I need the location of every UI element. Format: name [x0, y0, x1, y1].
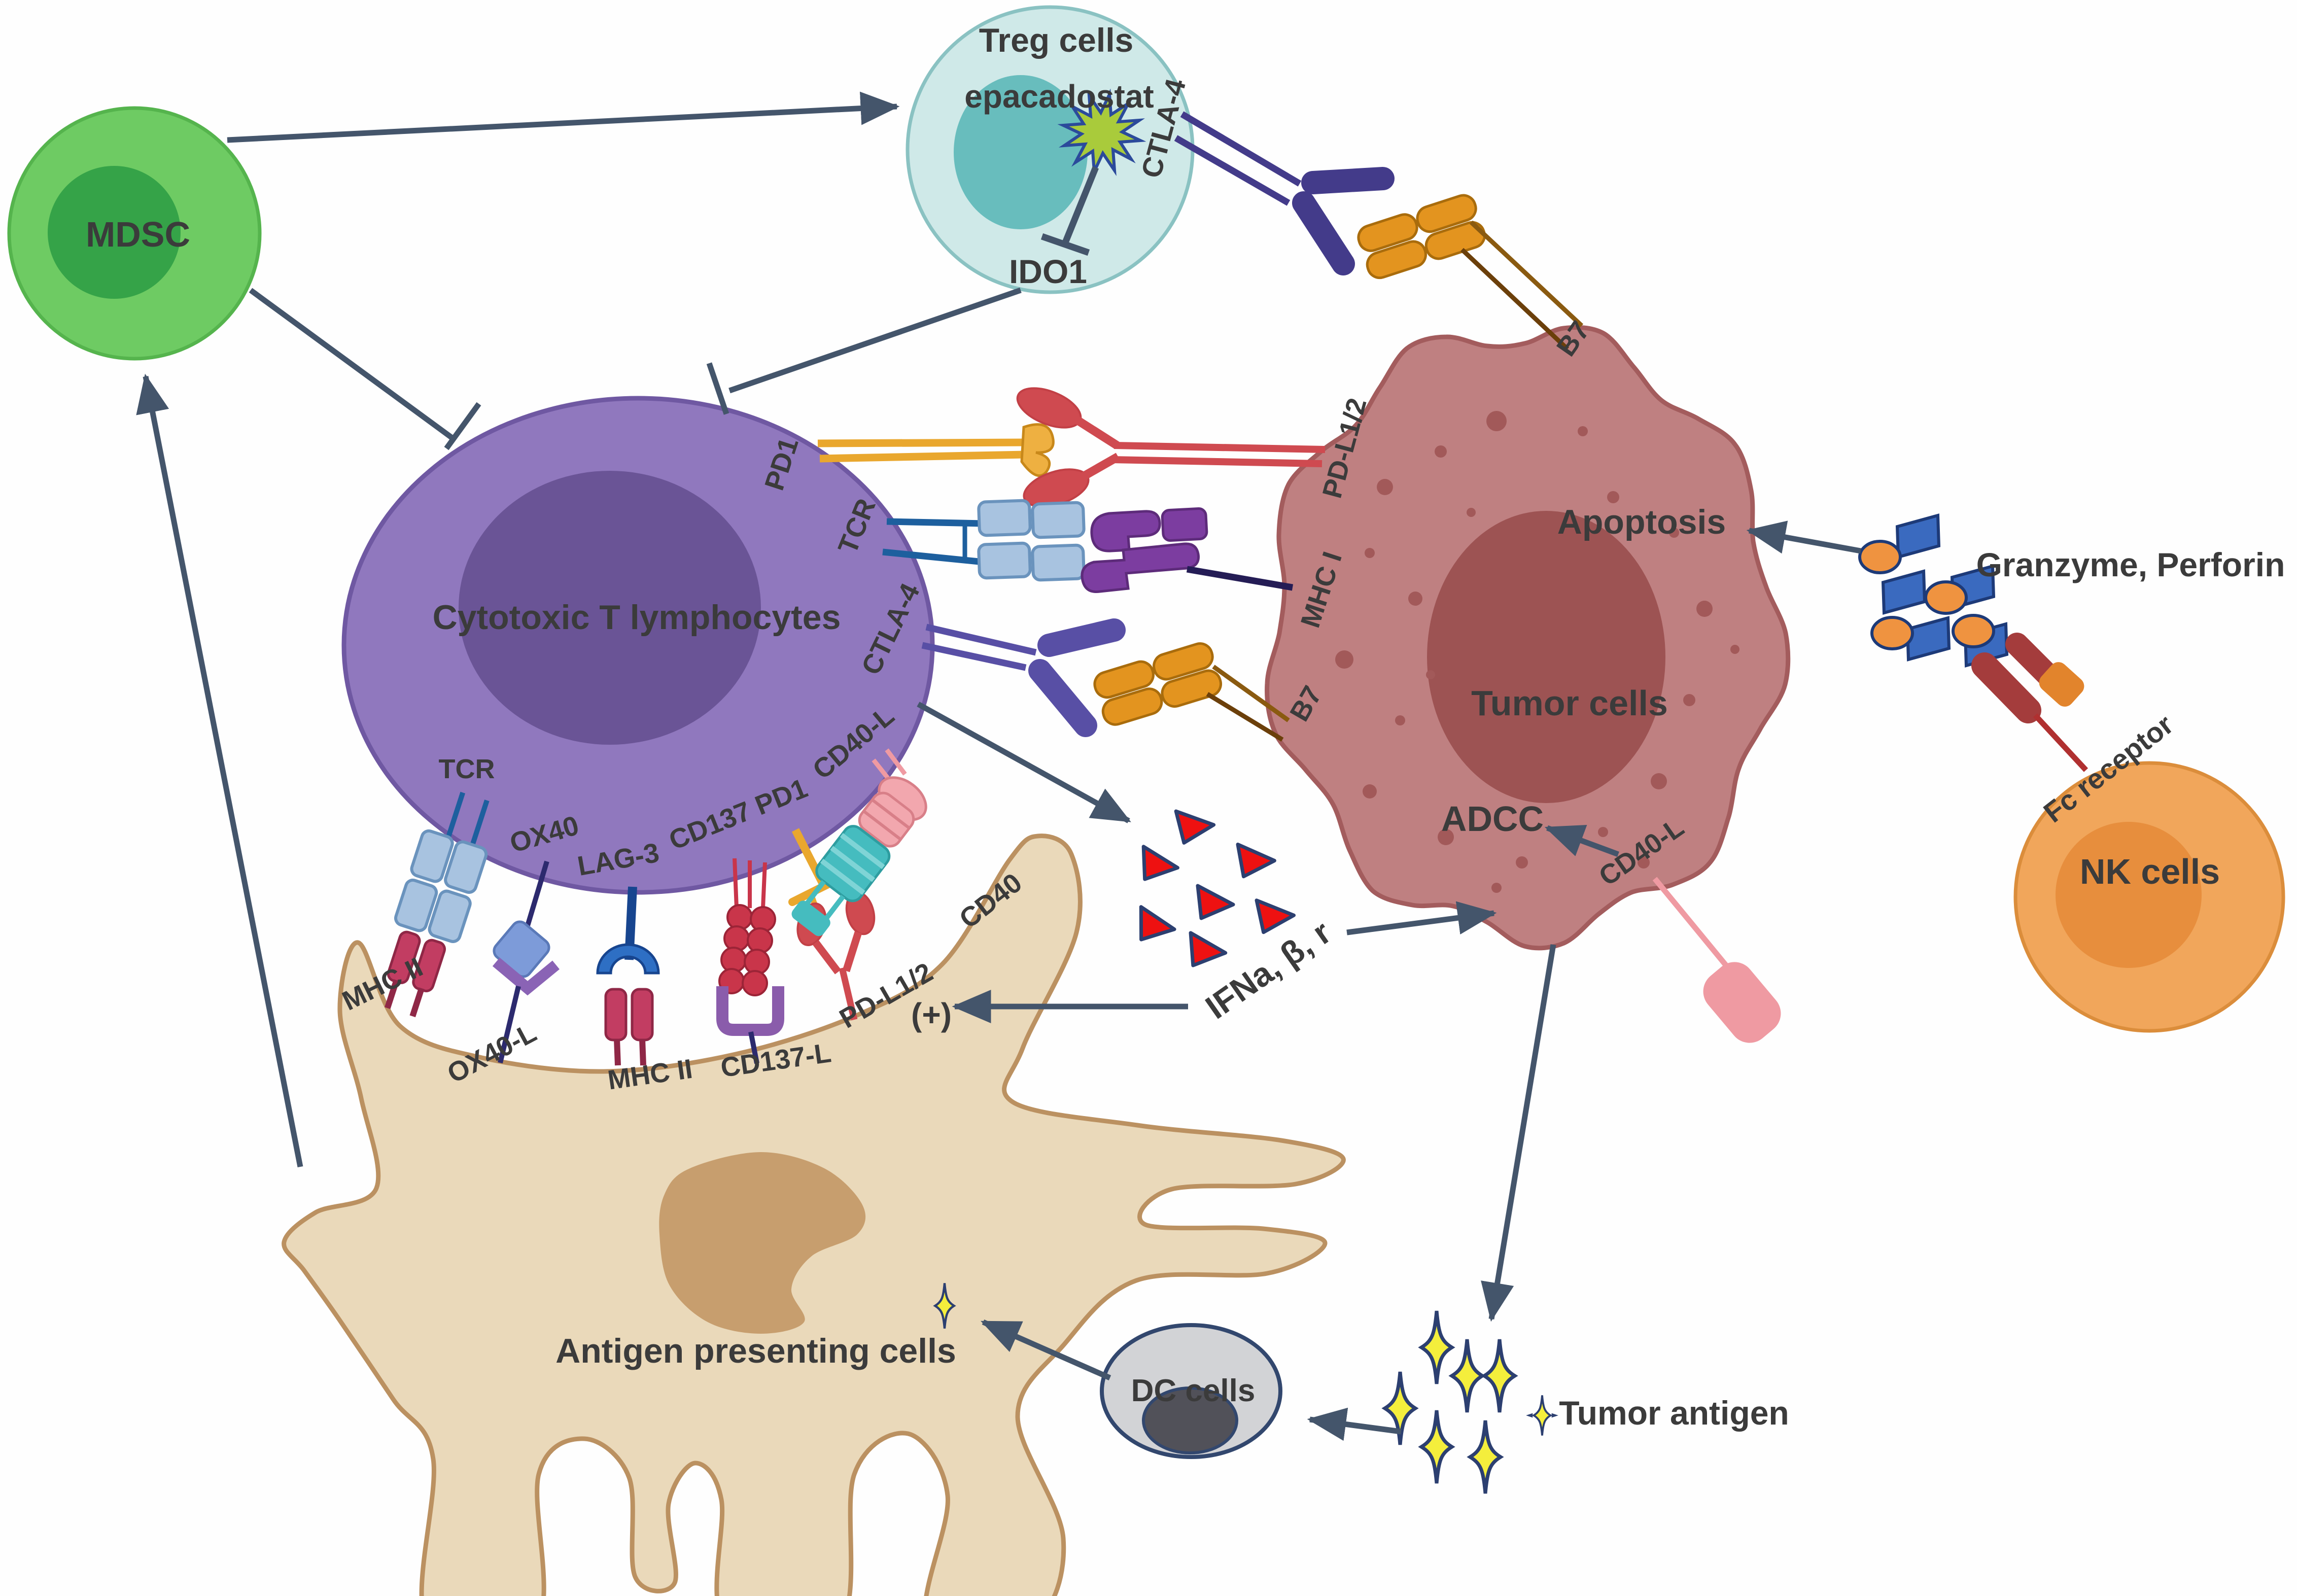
- svg-text:ADCC: ADCC: [1441, 799, 1544, 839]
- svg-text:NK cells: NK cells: [2080, 852, 2220, 891]
- svg-text:MDSC: MDSC: [86, 215, 190, 254]
- svg-text:Tumor cells: Tumor cells: [1471, 683, 1668, 723]
- svg-text:Apoptosis: Apoptosis: [1557, 503, 1726, 541]
- svg-text:Antigen presenting cells: Antigen presenting cells: [555, 1332, 956, 1370]
- svg-text:epacadostat: epacadostat: [964, 78, 1154, 115]
- svg-text:DC cells: DC cells: [1131, 1373, 1256, 1408]
- svg-text:Treg cells: Treg cells: [979, 21, 1134, 59]
- svg-text:(+): (+): [911, 996, 952, 1033]
- svg-text:IDO1: IDO1: [1009, 253, 1087, 290]
- svg-text:Tumor antigen: Tumor antigen: [1559, 1394, 1789, 1432]
- svg-text:Cytotoxic T lymphocytes: Cytotoxic T lymphocytes: [433, 598, 841, 637]
- svg-text:Granzyme, Perforin: Granzyme, Perforin: [1976, 546, 2285, 583]
- svg-text:TCR: TCR: [439, 754, 495, 784]
